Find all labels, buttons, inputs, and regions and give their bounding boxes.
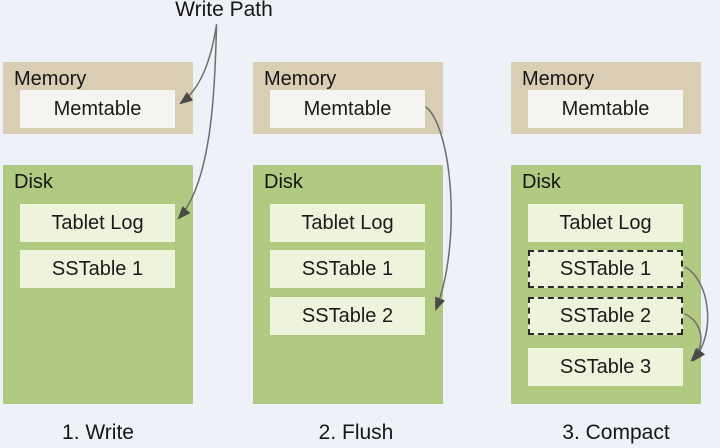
disk-box: Disk Tablet Log SSTable 1 SSTable 2	[253, 165, 443, 404]
write-path-label: Write Path	[175, 0, 273, 21]
sstable-3-box: SSTable 3	[528, 348, 683, 386]
sstable-2-box: SSTable 2	[270, 297, 425, 335]
memory-box: Memory Memtable	[3, 62, 193, 134]
step-caption: 1. Write	[62, 421, 134, 444]
tablet-log-box: Tablet Log	[20, 204, 175, 242]
sstable-1-box-dashed: SSTable 1	[528, 250, 683, 288]
panel-compact: Memory Memtable Disk Tablet Log SSTable …	[511, 0, 701, 448]
memtable-box: Memtable	[270, 90, 425, 128]
memory-box: Memory Memtable	[253, 62, 443, 134]
sstable-1-box: SSTable 1	[270, 250, 425, 288]
memtable-box: Memtable	[528, 90, 683, 128]
panel-flush: Memory Memtable Disk Tablet Log SSTable …	[253, 0, 443, 448]
memory-label: Memory	[264, 68, 337, 90]
disk-label: Disk	[522, 171, 561, 193]
sstable-1-box: SSTable 1	[20, 250, 175, 288]
disk-box: Disk Tablet Log SSTable 1	[3, 165, 193, 404]
memory-box: Memory Memtable	[511, 62, 701, 134]
step-caption: 3. Compact	[562, 421, 670, 444]
sstable-2-box-dashed: SSTable 2	[528, 297, 683, 335]
step-caption: 2. Flush	[318, 421, 394, 444]
memory-label: Memory	[522, 68, 595, 90]
memtable-box: Memtable	[20, 90, 175, 128]
disk-box: Disk Tablet Log SSTable 1 SSTable 2 SSTa…	[511, 165, 701, 404]
panel-write: Memory Memtable Disk Tablet Log SSTable …	[3, 0, 193, 448]
tablet-log-box: Tablet Log	[270, 204, 425, 242]
memory-label: Memory	[14, 68, 87, 90]
disk-label: Disk	[264, 171, 303, 193]
tablet-log-box: Tablet Log	[528, 204, 683, 242]
disk-label: Disk	[14, 171, 53, 193]
